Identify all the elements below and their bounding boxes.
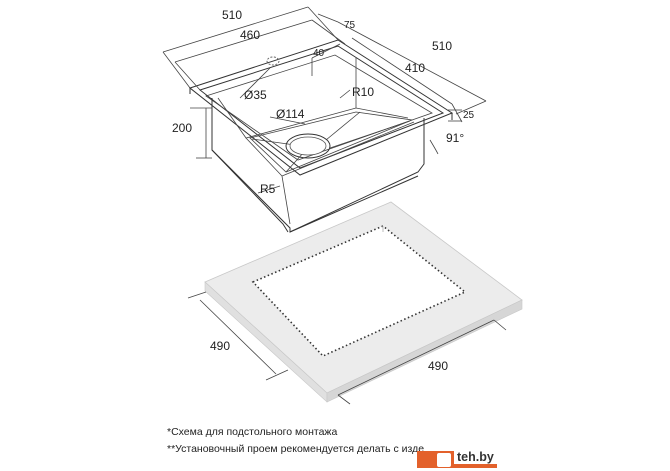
dim-drain-offset: 40: [313, 48, 325, 59]
dim-overflow-dia: Ø35: [244, 88, 267, 102]
dim-corner-radius-bottom: R5: [260, 182, 276, 196]
dim-lines-cutout: [187, 291, 507, 405]
note-mounting: *Схема для подстольного монтажа: [167, 426, 338, 438]
dim-cutout-right: 490: [428, 359, 448, 373]
dim-bowl-depth: 200: [172, 121, 192, 135]
sink-bowl: [205, 54, 433, 233]
dim-corner-radius-top: R10: [352, 85, 374, 99]
dim-flange-right: 75: [344, 20, 356, 31]
brand-logo-icon: [436, 452, 452, 468]
brand-text[interactable]: teh.by: [454, 450, 497, 464]
sink-flange: [188, 39, 454, 176]
dim-top-width-outer: 510: [222, 8, 242, 22]
dim-cutout-left: 490: [210, 339, 230, 353]
dim-lines-top: [162, 6, 487, 123]
dim-lines-depth: [190, 107, 212, 159]
dim-drain-dia: Ø114: [276, 107, 305, 121]
dim-depth-inner: 410: [405, 61, 425, 75]
dim-lines-bowl: [239, 67, 351, 194]
countertop: [204, 201, 523, 403]
dim-top-width-inner: 460: [240, 28, 260, 42]
dim-angle: 91°: [446, 131, 464, 145]
dim-depth-outer: 510: [432, 39, 452, 53]
note-cutout: **Установочный проем рекомендуется делат…: [167, 443, 425, 455]
dim-flange-height: 25: [463, 110, 475, 121]
dim-lines-right: [429, 109, 462, 155]
